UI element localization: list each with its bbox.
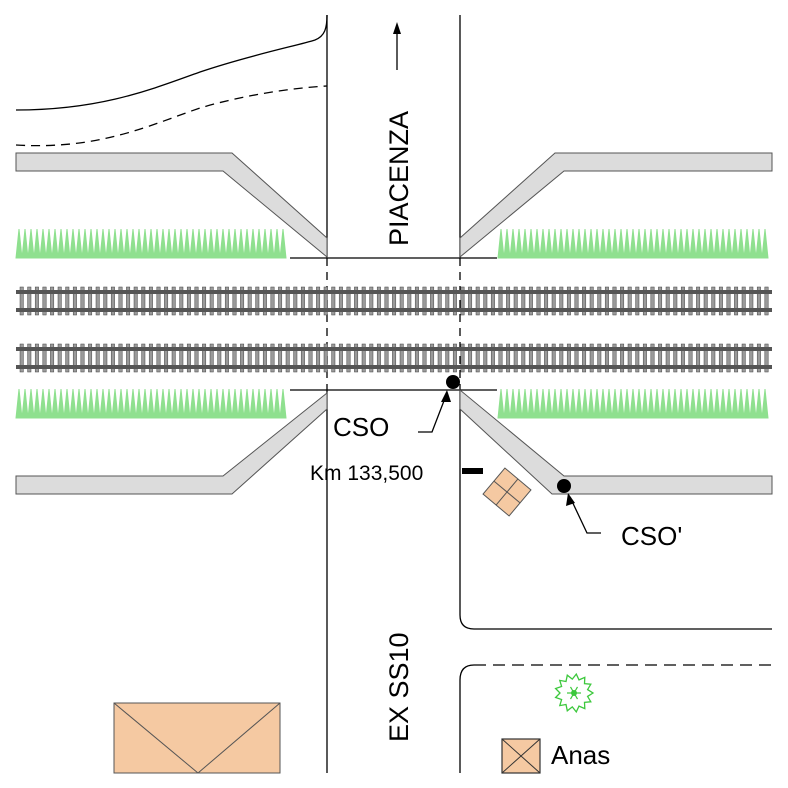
point-cso-leader	[418, 392, 448, 433]
point-cso-prime: CSO'	[557, 479, 682, 551]
railway-tracks	[16, 286, 772, 373]
sidewalk-top-right	[459, 152, 773, 259]
sidewalk-top-left	[15, 152, 328, 259]
track-1	[16, 286, 772, 316]
legend-anas: Anas	[501, 738, 610, 774]
road-right-edge-bottom	[459, 390, 772, 630]
point-cso-prime-arrowhead	[566, 493, 575, 506]
point-cso-arrowhead	[441, 390, 451, 402]
main-road-edges	[290, 15, 772, 773]
curved-road-solid-edge	[15, 14, 328, 111]
sidewalk-bottom-left	[15, 391, 328, 495]
side-road-corner	[459, 664, 475, 773]
point-cso-label: CSO	[333, 412, 389, 442]
arrow-up-icon	[393, 22, 401, 70]
building-icon	[482, 467, 532, 517]
road-label-ex-ss10: EX SS10	[384, 632, 414, 742]
hedge-bottom-right	[497, 388, 769, 419]
legend-anas-label: Anas	[551, 740, 610, 770]
hedge-bottom-left	[15, 388, 287, 419]
hedges	[15, 228, 769, 419]
point-cso-prime-leader	[569, 496, 601, 534]
track-2	[16, 343, 772, 373]
hedge-top-left	[15, 228, 287, 259]
sidewalks	[15, 152, 773, 495]
building-large	[113, 702, 281, 774]
curved-road-dashed-edge	[15, 85, 328, 147]
km-marker-tick	[462, 468, 483, 474]
point-cso-marker	[446, 375, 460, 389]
road-label-piacenza: PIACENZA	[384, 111, 414, 246]
point-cso: CSO	[333, 375, 460, 442]
km-marker-label: Km 133,500	[310, 462, 423, 485]
sidewalk-bottom-right	[459, 388, 773, 495]
tree-icon	[554, 672, 595, 714]
point-cso-prime-label: CSO'	[621, 521, 682, 551]
km-marker: Km 133,500	[310, 462, 483, 485]
curved-road-top	[15, 14, 328, 147]
point-cso-prime-marker	[557, 479, 571, 493]
hedge-top-right	[497, 228, 769, 259]
